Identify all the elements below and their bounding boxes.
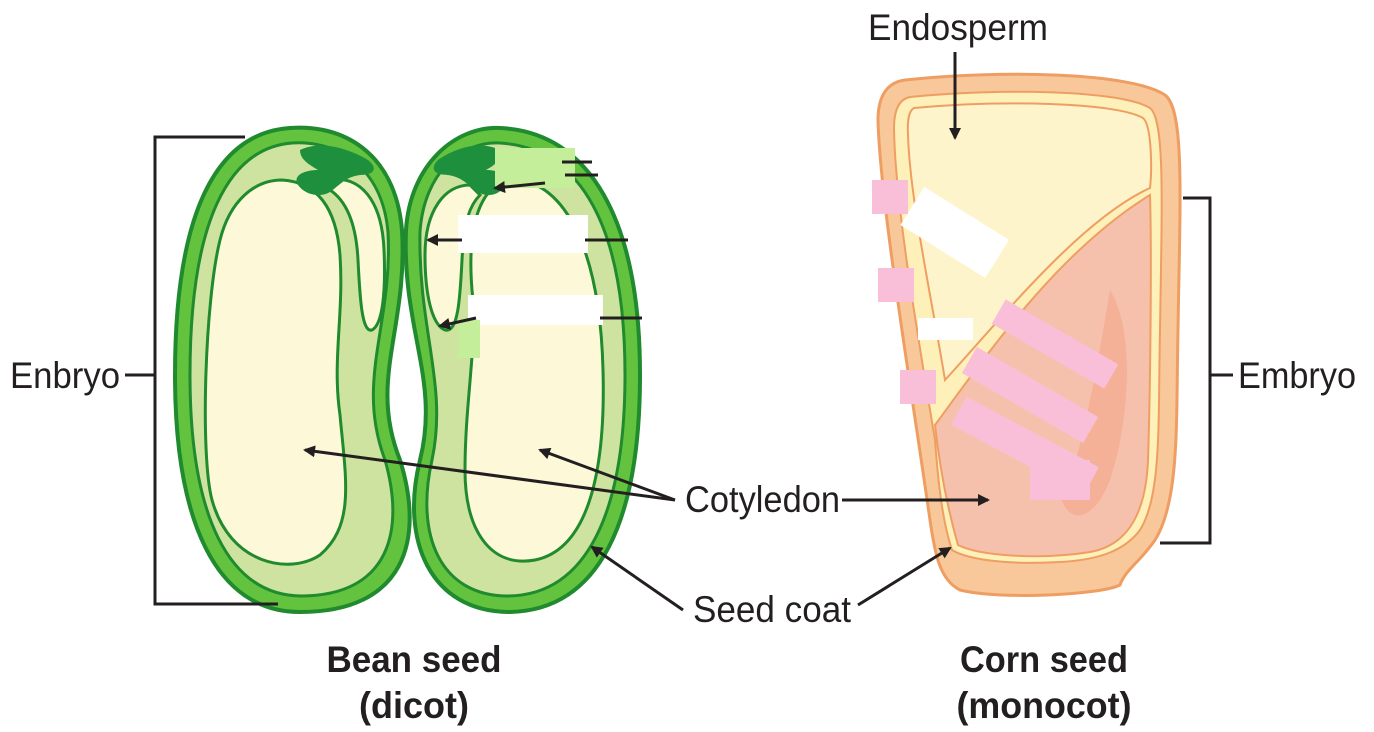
erased-label-patch <box>900 370 936 404</box>
erased-label-patch <box>468 295 603 325</box>
seed-coat-label: Seed coat <box>693 589 852 630</box>
erased-label-patch <box>918 318 973 340</box>
erased-label-patch <box>1030 460 1090 500</box>
erased-label-patch <box>495 148 575 188</box>
endosperm-label: Endosperm <box>868 7 1048 48</box>
seed-coat-arrow-corn <box>858 548 950 605</box>
cotyledon-label: Cotyledon <box>685 479 840 520</box>
bean-right-half <box>406 128 642 612</box>
erased-label-patch <box>878 268 914 302</box>
enbryo-label: Enbryo <box>10 355 120 396</box>
bean-caption-line1: Bean seed <box>327 639 502 680</box>
erased-label-patch <box>458 215 588 253</box>
erased-label-patch <box>458 320 480 358</box>
bean-seed-illustration <box>125 128 642 612</box>
seed-coat-arrow-bean <box>592 547 683 610</box>
corn-caption-line2: (monocot) <box>957 685 1132 726</box>
corn-seed-illustration <box>872 74 1233 595</box>
erased-label-patch <box>872 180 908 214</box>
embryo-label: Embryo <box>1238 355 1356 396</box>
corn-caption-line1: Corn seed <box>960 639 1128 680</box>
bean-caption-line2: (dicot) <box>359 685 469 726</box>
bean-left-half <box>175 128 410 612</box>
bean-left-cotyledon <box>205 180 345 564</box>
